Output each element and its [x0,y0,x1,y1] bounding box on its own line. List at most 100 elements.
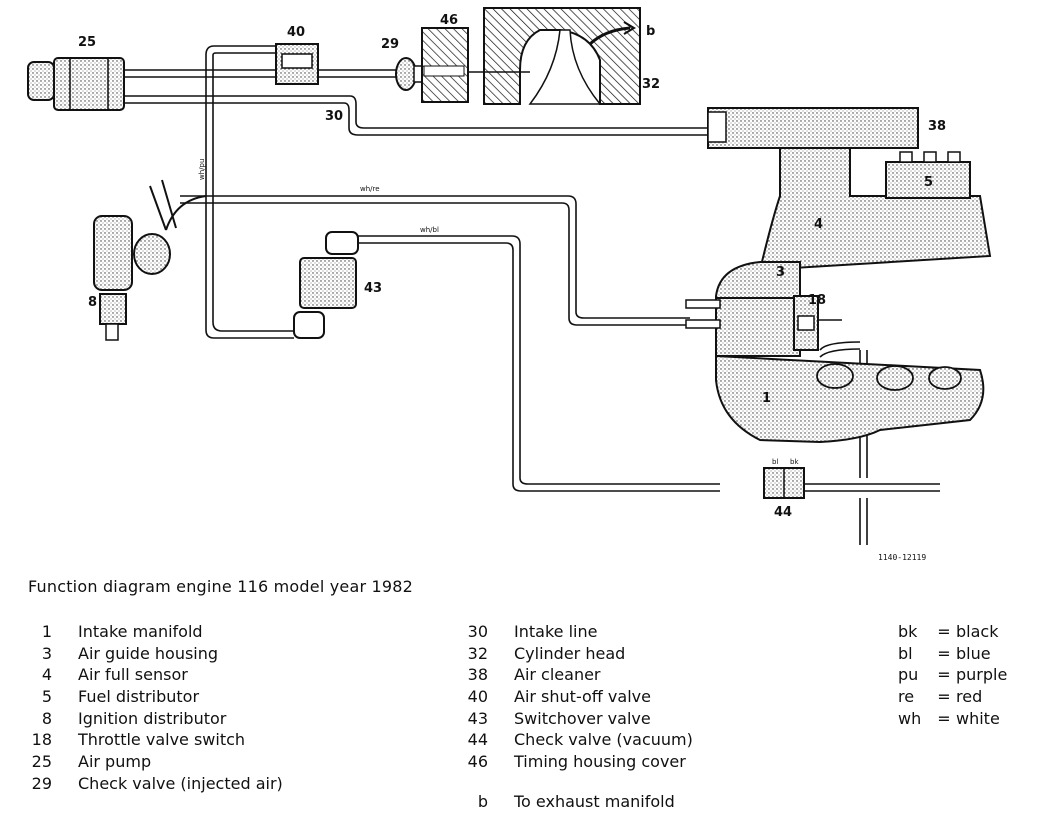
callout-3: 3 [776,265,785,280]
legend-row: 32 Cylinder head [436,643,693,665]
intake-manifold [715,354,985,444]
color-code-row: bl =blue [898,643,1007,665]
callout-44: 44 [774,505,792,520]
legend-label: Ignition distributor [78,708,227,728]
legend-number: 38 [467,665,488,685]
cylinder-head [468,7,641,105]
legend-number: 32 [467,643,488,663]
equals-sign: = [937,665,951,685]
wire-label-wh-re: wh/re [360,185,380,193]
legend-middle-column: 30 Intake line 32 Cylinder head 38 Air clea… [436,621,693,773]
figure-reference-number: 1140-12119 [878,553,926,562]
color-code-row: re=red [898,686,1007,708]
legend-row: 46 Timing housing cover [436,751,693,773]
legend-label: Cylinder head [514,643,626,663]
callout-4: 4 [814,217,823,232]
legend-number: 4 [41,665,52,685]
check-valve-injected-air [395,57,425,91]
air-cleaner [707,107,919,149]
hoses [124,45,940,545]
legend-row: 4 Air full sensor [0,664,283,686]
function-diagram: 25 40 29 46 b 32 30 38 5 4 3 18 1 43 8 4… [27,7,992,562]
legend-label: Fuel distributor [78,687,200,707]
legend-label: Intake manifold [78,622,203,641]
legend-label: Air full sensor [78,665,188,685]
wire-label-bk: bk [790,458,799,466]
legend-label: Air cleaner [514,665,601,685]
legend-label: Throttle valve switch [78,730,246,750]
legend-label: Air pump [78,752,152,772]
color-name: black [956,622,999,641]
legend-number: 40 [467,687,488,707]
color-abbreviation: wh [898,708,922,728]
legend-row: 30 Intake line [436,621,693,643]
color-abbreviation: pu [898,665,919,685]
legend-label: Timing housing cover [514,752,686,772]
legend-number: 29 [31,773,52,793]
legend-note-key: b [477,792,488,811]
fuel-distributor [885,151,971,199]
color-name: purple [956,665,1008,685]
callout-29: 29 [381,37,399,52]
legend-note-row: b To exhaust manifold [436,792,675,811]
callout-8: 8 [88,295,97,310]
legend-number: 18 [31,730,52,750]
wire-label-wh-pu: wh/pu [198,159,206,180]
color-code-row: wh=white [898,708,1007,730]
legend-number: 46 [467,752,488,772]
air-guide-housing [685,261,801,357]
legend-number: 43 [467,708,488,728]
legend-label: Check valve (injected air) [78,773,283,793]
air-pump [27,57,125,111]
wire-labels: wh/pu wh/re wh/bl bl bk [198,159,799,466]
equals-sign: = [937,643,951,663]
ignition-distributor [93,179,207,341]
color-code-legend: bk=black bl=blue pu=purple re=red wh=whi… [898,621,1007,729]
color-code-row: bk = black [898,621,1007,643]
color-abbreviation: re [898,687,915,707]
callout-40: 40 [287,25,305,40]
equals-sign: = [937,622,951,641]
callout-5: 5 [924,175,933,190]
color-code-row: pu =purple [898,664,1007,686]
legend-row: 25 Air pump [0,751,283,773]
callout-46: 46 [440,13,458,28]
throttle-valve-switch [793,295,842,351]
callout-30: 30 [325,109,343,124]
callout-25: 25 [78,35,96,50]
color-name: red [956,687,983,707]
legend-number: 44 [467,730,488,750]
legend-label: Air guide housing [78,643,219,663]
legend-row: 40 Air shut-off valve [436,686,693,708]
air-shutoff-valve [275,43,319,85]
legend-row: 18 Throttle valve switch [0,729,283,751]
color-abbreviation: bk [898,622,918,641]
callout-38: 38 [928,119,946,134]
legend-number: 8 [41,708,52,728]
wire-label-wh-bl: wh/bl [420,226,439,234]
callout-18: 18 [808,293,826,308]
legend-number: 30 [467,622,488,641]
legend-number: 1 [41,622,52,641]
diagram-caption: Function diagram engine 116 model year 1… [28,577,414,596]
legend-label: Intake line [514,622,598,641]
switchover-valve [293,231,359,339]
wire-label-bl: bl [772,458,778,466]
legend-row: 29 Check valve (injected air) [0,773,283,795]
legend-number: 25 [31,752,52,772]
timing-housing-cover [421,27,469,103]
callout-32: 32 [642,77,660,92]
check-valve-vacuum [763,467,805,499]
legend-row: 38 Air cleaner [436,664,693,686]
legend-label: Air shut-off valve [514,687,651,707]
legend-note-label: To exhaust manifold [514,792,675,811]
color-abbreviation: bl [898,643,913,663]
color-name: white [956,708,1000,728]
color-name: blue [956,643,991,663]
callout-43: 43 [364,281,382,296]
